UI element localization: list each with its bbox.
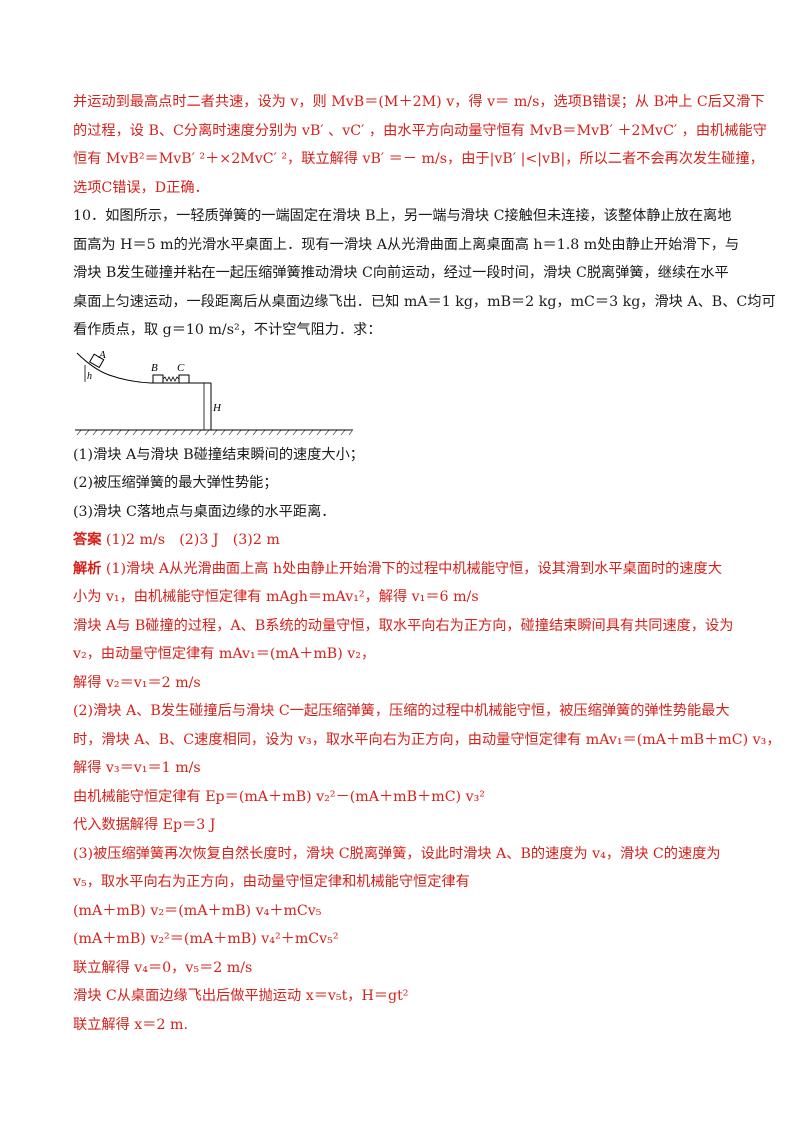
setup-diagram: A h B C H — [75, 351, 353, 435]
label-h: h — [87, 371, 92, 382]
text-line: (3)被压缩弹簧再次恢复自然长度时，滑块 C脱离弹簧，设此时滑块 A、B的速度为… — [73, 845, 721, 862]
text-line: v₅，取水平向右为正方向，由动量守恒定律和机械能守恒定律有 — [73, 874, 470, 890]
text-line: 解得 v₂＝v₁＝2 m/s — [73, 674, 201, 691]
text-line: 滑块 B发生碰撞并粘在一起压缩弹簧推动滑块 C向前运动，经过一段时间，滑块 C脱… — [73, 265, 729, 281]
analysis-label: 解析 — [73, 560, 102, 577]
text-line: 的过程，设 B、C分离时速度分别为 vB′ 、vC′ ，由水平方向动量守恒有 M… — [73, 122, 767, 139]
answer-line: 答案 (1)2 m/s (2)3 J (3)2 m — [73, 526, 733, 555]
text-line: (mA＋mB) v₂＝(mA＋mB) v₄＋mCv₅ — [73, 902, 322, 919]
sub-question-1: (1)滑块 A与滑块 B碰撞结束瞬间的速度大小； — [73, 446, 364, 463]
document-page: 并运动到最高点时二者共速，设为 v，则 MvB＝(M＋2M) v，得 v＝ m/… — [73, 88, 781, 1040]
text-line: 并运动到最高点时二者共速，设为 v，则 MvB＝(M＋2M) v，得 v＝ m/… — [73, 94, 765, 110]
text-line: 代入数据解得 Ep＝3 J — [73, 817, 216, 833]
answer-text: (1)2 m/s (2)3 J (3)2 m — [105, 532, 280, 548]
text-line: 滑块 C从桌面边缘飞出后做平抛运动 x＝v₅t，H＝gt² — [73, 988, 409, 1004]
analysis: 解析 (1)滑块 A从光滑曲面上高 h处由静止开始滑下的过程中机械能守恒，设其滑… — [73, 555, 781, 1040]
sub-question-2: (2)被压缩弹簧的最大弹性势能； — [73, 475, 278, 491]
text-line: 面高为 H＝5 m的光滑水平桌面上．现有一滑块 A从光滑曲面上离桌面高 h＝1.… — [73, 236, 740, 253]
label-b: B — [151, 362, 158, 374]
text-line: 桌面上匀速运动，一段距离后从桌面边缘飞出．已知 mA＝1 kg，mB＝2 kg，… — [73, 293, 776, 310]
text-line: 选项C错误，D正确． — [73, 179, 209, 196]
text-line: 看作质点，取 g＝10 m/s²，不计空气阻力．求： — [73, 322, 382, 338]
previous-solution: 并运动到最高点时二者共速，设为 v，则 MvB＝(M＋2M) v，得 v＝ m/… — [73, 88, 767, 202]
text-line: 滑块 A与 B碰撞的过程，A、B系统的动量守恒，取水平向右为正方向，碰撞结束瞬间… — [73, 617, 734, 634]
text-line: 恒有 MvB²＝MvB′ ²＋×2MvC′ ²，联立解得 vB′ ＝－ m/s，… — [73, 151, 764, 167]
text-line: 由机械能守恒定律有 Ep＝(mA＋mB) v₂²－(mA＋mB＋mC) v₃² — [73, 788, 485, 805]
label-c: C — [177, 362, 185, 374]
answer-label: 答案 — [73, 532, 102, 548]
label-big-h: H — [212, 402, 222, 414]
text-line: 10．如图所示，一轻质弹簧的一端固定在滑块 B上，另一端与滑块 C接触但未连接，… — [73, 208, 732, 224]
text-line: 小为 v₁，由机械能守恒定律有 mAgh＝mAv₁²，解得 v₁＝6 m/s — [73, 589, 479, 605]
text-line: v₂，由动量守恒定律有 mAv₁＝(mA＋mB) v₂， — [73, 646, 376, 662]
text-line: (mA＋mB) v₂²＝(mA＋mB) v₄²＋mCv₅² — [73, 931, 339, 947]
question-10: 10．如图所示，一轻质弹簧的一端固定在滑块 B上，另一端与滑块 C接触但未连接，… — [73, 202, 776, 526]
physics-figure: A h B C H — [73, 351, 733, 439]
analysis-text: (1)滑块 A从光滑曲面上高 h处由静止开始滑下的过程中机械能守恒，设其滑到水平… — [105, 560, 722, 577]
sub-question-3: (3)滑块 C落地点与桌面边缘的水平距离． — [73, 503, 336, 520]
text-line: 联立解得 x＝2 m. — [73, 1016, 188, 1033]
analysis-first-line: 解析 (1)滑块 A从光滑曲面上高 h处由静止开始滑下的过程中机械能守恒，设其滑… — [73, 555, 733, 584]
text-line: 时，滑块 A、B、C速度相同，设为 v₃，取水平向右为正方向，由动量守恒定律有 … — [73, 731, 781, 748]
text-line: 联立解得 v₄＝0，v₅＝2 m/s — [73, 959, 253, 976]
text-line: (2)滑块 A、B发生碰撞后与滑块 C一起压缩弹簧，压缩的过程中机械能守恒，被压… — [73, 703, 730, 719]
text-line: 解得 v₃＝v₁＝1 m/s — [73, 760, 201, 776]
label-a: A — [98, 351, 106, 361]
